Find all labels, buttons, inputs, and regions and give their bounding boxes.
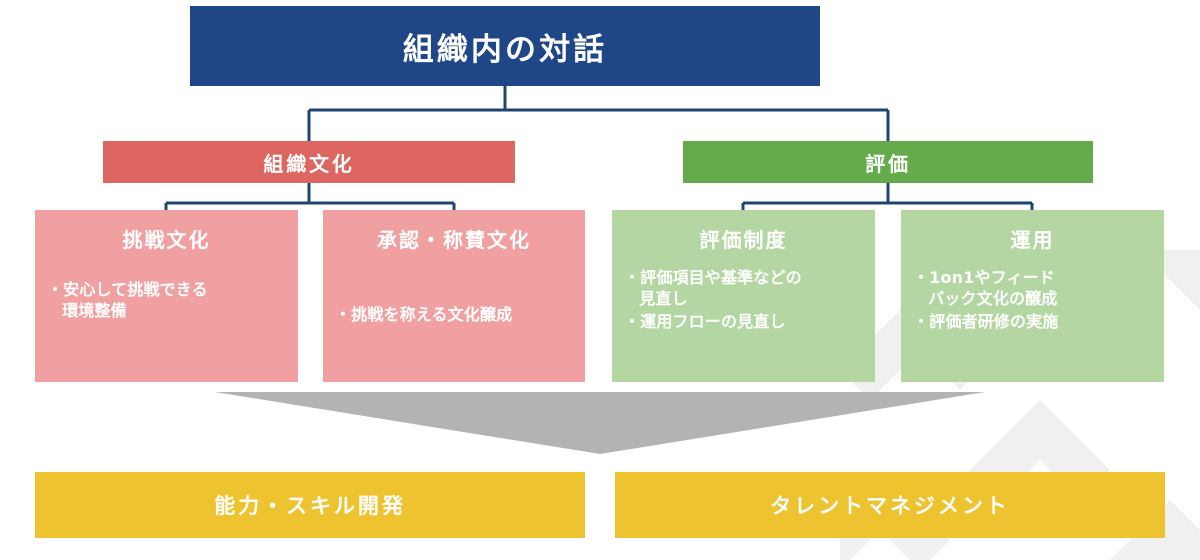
leaf-card-praise-title: 承認・称賛文化: [377, 228, 531, 252]
outcome-bar-talent-label: タレントマネジメント: [770, 494, 1010, 518]
down-arrow-icon: [215, 392, 985, 454]
bullet-item: ・挑戦を称える文化醸成: [335, 304, 513, 324]
outcome-bar-skill[interactable]: 能力・スキル開発: [35, 472, 585, 538]
leaf-card-challenge-body: ・安心して挑戦できる 環境整備: [47, 259, 286, 370]
leaf-card-challenge-title: 挑戦文化: [122, 228, 211, 252]
branch-node-evaluation[interactable]: 評価: [683, 141, 1093, 183]
branch-node-culture[interactable]: 組織文化: [103, 141, 515, 183]
outcome-bar-talent[interactable]: タレントマネジメント: [615, 472, 1165, 538]
outcome-bar-skill-label: 能力・スキル開発: [214, 494, 406, 518]
leaf-card-praise-body: ・挑戦を称える文化醸成: [335, 259, 573, 370]
leaf-card-evaluation-system-body: ・評価項目や基準などの 見直し ・運用フローの見直し: [624, 259, 863, 370]
root-node-dialogue[interactable]: 組織内の対話: [190, 6, 820, 86]
branch-node-evaluation-label: 評価: [865, 151, 911, 176]
bullet-item: ・運用フローの見直し: [624, 312, 786, 332]
leaf-card-operation-body: ・1on1やフィード バック文化の醸成 ・評価者研修の実施: [913, 259, 1152, 370]
branch-node-culture-label: 組織文化: [263, 151, 355, 176]
bullet-item: ・1on1やフィード バック文化の醸成: [913, 268, 1058, 309]
leaf-card-operation-title: 運用: [1010, 228, 1055, 252]
bullet-item: ・評価項目や基準などの 見直し: [624, 268, 802, 309]
leaf-card-praise[interactable]: 承認・称賛文化 ・挑戦を称える文化醸成: [323, 210, 585, 382]
leaf-card-operation[interactable]: 運用 ・1on1やフィード バック文化の醸成 ・評価者研修の実施: [901, 210, 1164, 382]
leaf-card-evaluation-system-title: 評価制度: [699, 228, 788, 252]
bullet-item: ・安心して挑戦できる 環境整備: [47, 280, 208, 321]
bullet-item: ・評価者研修の実施: [913, 312, 1059, 332]
leaf-card-challenge[interactable]: 挑戦文化 ・安心して挑戦できる 環境整備: [35, 210, 298, 382]
leaf-card-evaluation-system[interactable]: 評価制度 ・評価項目や基準などの 見直し ・運用フローの見直し: [612, 210, 875, 382]
root-node-label: 組織内の対話: [402, 31, 608, 68]
